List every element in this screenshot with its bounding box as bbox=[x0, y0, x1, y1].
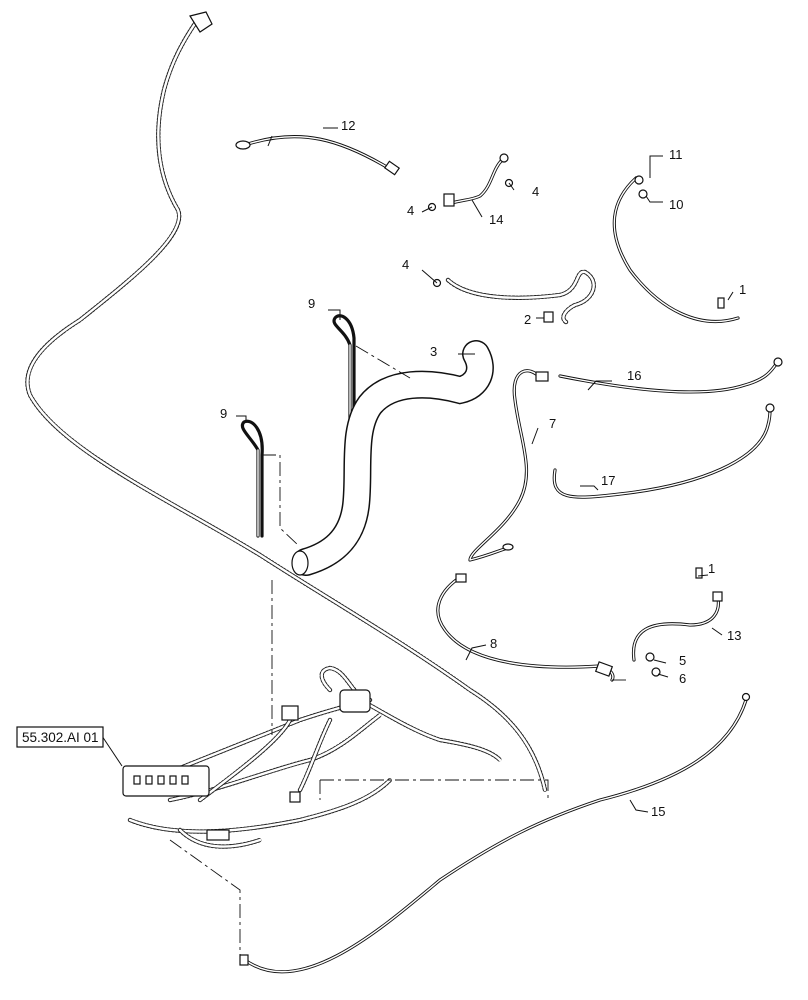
hose-part-3 bbox=[291, 340, 494, 576]
reference-label[interactable]: 55.302.AI 01 bbox=[22, 730, 99, 745]
callout-9-lower: 9 bbox=[220, 406, 227, 421]
leader-lines bbox=[101, 127, 734, 813]
cable-part-14 bbox=[443, 153, 509, 207]
callout-3: 3 bbox=[430, 344, 437, 359]
cable-part-16 bbox=[558, 357, 783, 394]
cable-part-7 bbox=[468, 369, 549, 562]
cable-part-13 bbox=[631, 567, 723, 677]
callout-13: 13 bbox=[727, 628, 741, 643]
cable-part-17 bbox=[552, 403, 775, 499]
callout-2: 2 bbox=[524, 312, 531, 327]
harness-terminal bbox=[189, 11, 213, 33]
connector bbox=[281, 705, 299, 721]
callout-11: 11 bbox=[669, 147, 683, 162]
callout-16: 16 bbox=[627, 368, 641, 383]
callout-1-upper: 1 bbox=[739, 282, 746, 297]
dotted-cable-part-2 bbox=[445, 269, 596, 325]
callout-8: 8 bbox=[490, 636, 497, 651]
callout-12: 12 bbox=[341, 118, 355, 133]
dotted-wiring-harness-assembly bbox=[122, 665, 503, 849]
reference-link-box[interactable]: 55.302.AI 01 bbox=[16, 726, 104, 748]
ground-terminal bbox=[206, 829, 230, 841]
callout-9-upper: 9 bbox=[308, 296, 315, 311]
callout-14: 14 bbox=[489, 212, 503, 227]
callout-15: 15 bbox=[651, 804, 665, 819]
callout-6: 6 bbox=[679, 671, 686, 686]
dotted-harness-cable bbox=[25, 11, 548, 793]
fuse-box bbox=[122, 765, 210, 797]
callout-5: 5 bbox=[679, 653, 686, 668]
callout-4-mid: 4 bbox=[402, 257, 409, 272]
fuse-slots bbox=[133, 775, 189, 785]
relay-block bbox=[339, 689, 371, 713]
cable-part-8 bbox=[436, 573, 615, 682]
callout-7: 7 bbox=[549, 416, 556, 431]
cable-part-12 bbox=[235, 134, 401, 176]
callout-1-lower: 1 bbox=[708, 561, 715, 576]
connector bbox=[289, 791, 301, 803]
hitch-pin-part-9-lower bbox=[240, 419, 264, 538]
callout-4-left: 4 bbox=[407, 203, 414, 218]
cable-part-11 bbox=[612, 175, 740, 323]
callout-labels: 12 11 10 4 4 14 4 1 2 9 3 16 9 7 17 1 13… bbox=[220, 118, 746, 819]
callout-17: 17 bbox=[601, 473, 615, 488]
cable-part-15 bbox=[239, 692, 751, 974]
callout-4-right: 4 bbox=[532, 184, 539, 199]
nut-part-4 bbox=[427, 178, 514, 288]
callout-10: 10 bbox=[669, 197, 683, 212]
centerlines bbox=[169, 345, 626, 955]
